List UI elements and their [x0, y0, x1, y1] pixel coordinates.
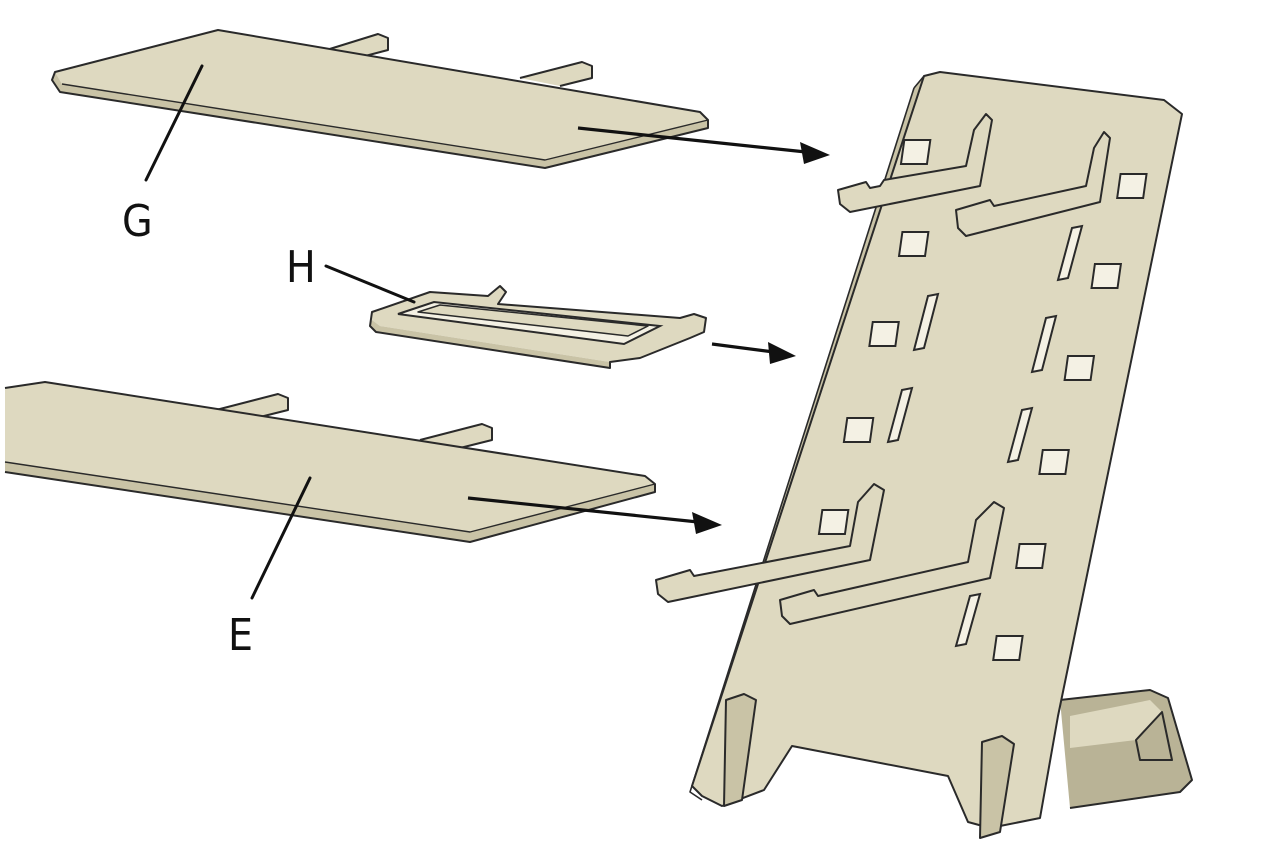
label-g: G — [122, 196, 153, 247]
upper-hooks — [837, 113, 1111, 237]
square-holes — [817, 139, 1148, 661]
leader-g — [144, 64, 204, 182]
lower-hooks — [655, 483, 1005, 625]
shelf-g — [51, 29, 709, 169]
backboard — [655, 71, 1193, 839]
label-e: E — [228, 610, 253, 661]
leader-h — [324, 264, 416, 304]
arrow-e — [467, 496, 722, 534]
arrow-g — [577, 126, 830, 164]
leader-e — [250, 476, 312, 600]
arrow-h — [711, 342, 796, 364]
shelf-e — [4, 381, 656, 543]
part-h — [369, 285, 707, 369]
slots — [886, 224, 1084, 648]
label-h: H — [286, 242, 316, 293]
